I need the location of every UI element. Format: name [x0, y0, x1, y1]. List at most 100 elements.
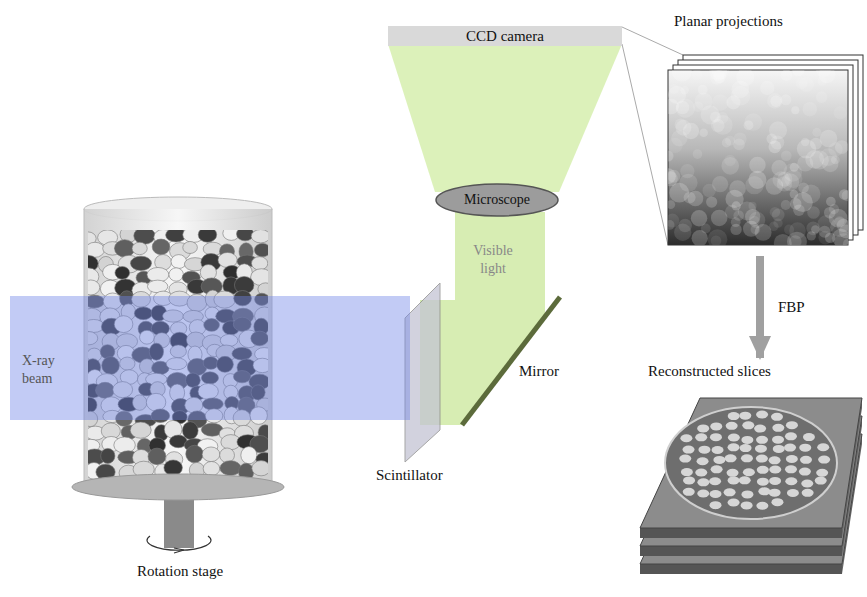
- mirror: [462, 297, 560, 425]
- slice-edge: [640, 528, 842, 538]
- projection-speckle: [691, 70, 702, 80]
- slice-section: [665, 407, 837, 519]
- particle: [220, 461, 241, 476]
- particle: [203, 461, 220, 475]
- projection-speckle: [668, 200, 675, 209]
- particle: [202, 447, 220, 462]
- projection-speckle: [708, 229, 728, 245]
- particle-section: [711, 465, 723, 473]
- projection-speckle: [733, 132, 746, 145]
- projection-speckle: [675, 118, 687, 130]
- particle-section: [815, 477, 827, 485]
- part-label: Rotation stage: [100, 562, 260, 580]
- projection-speckle: [781, 200, 791, 210]
- slice-stack: [640, 398, 862, 574]
- particle-section: [697, 478, 709, 486]
- particle-section: [728, 443, 740, 451]
- particle: [152, 239, 170, 255]
- projection-speckle: [738, 202, 757, 221]
- projection-speckle: [684, 192, 696, 204]
- leader-line: [622, 27, 683, 55]
- particle: [218, 252, 237, 267]
- projection-speckle: [773, 219, 782, 228]
- projection-speckle: [812, 128, 821, 137]
- projection-speckle: [839, 224, 848, 238]
- particle: [252, 461, 268, 476]
- stack-heading: Planar projections: [674, 12, 858, 30]
- projection-speckle: [668, 220, 675, 230]
- projection-speckle: [731, 86, 751, 106]
- particle-section: [681, 468, 693, 476]
- projection-speckle: [829, 204, 839, 214]
- particle: [132, 242, 147, 254]
- projection-speckle: [730, 224, 741, 235]
- particle-section: [800, 456, 812, 464]
- part-name: Microscope: [464, 191, 530, 209]
- particle: [88, 280, 100, 295]
- particle: [241, 447, 257, 464]
- projection-speckle: [792, 70, 804, 76]
- projection-speckle: [803, 102, 818, 117]
- particle-section: [769, 456, 781, 464]
- image-stack: Planar projections: [662, 12, 858, 252]
- particle-section: [683, 488, 695, 496]
- particle-section: [756, 411, 768, 419]
- particle-section: [724, 488, 736, 496]
- particle-section: [741, 454, 753, 462]
- projection-speckle: [674, 224, 691, 241]
- projection-speckle: [818, 231, 832, 245]
- particle: [254, 243, 268, 256]
- particle-section: [710, 490, 722, 498]
- microscope-lens: Microscope: [435, 183, 559, 217]
- projection-speckle: [712, 94, 729, 111]
- particle-section: [727, 469, 739, 477]
- particle: [114, 437, 136, 453]
- particle-section: [698, 446, 710, 454]
- projection-speckle: [668, 86, 686, 104]
- particle: [164, 460, 182, 476]
- light-cone: [388, 44, 622, 192]
- projection-speckle: [743, 221, 759, 237]
- particle: [134, 230, 155, 244]
- projection-speckle: [749, 157, 766, 174]
- particle: [169, 268, 183, 281]
- particle-section: [710, 422, 722, 430]
- particle-section: [755, 445, 767, 453]
- particle-section: [728, 476, 740, 484]
- projection-speckle: [721, 157, 739, 175]
- particle-section: [697, 490, 709, 498]
- particle-section: [683, 476, 695, 484]
- particle-section: [787, 489, 799, 497]
- particle-section: [680, 434, 692, 442]
- projection-speckle: [693, 149, 703, 159]
- projection-speckle: [736, 70, 754, 86]
- particle-section: [772, 436, 784, 444]
- particle-section: [756, 502, 768, 510]
- particle-section: [710, 433, 722, 441]
- part-label: Scintillator: [376, 466, 476, 484]
- particle-section: [801, 479, 813, 487]
- particle-section: [739, 412, 751, 420]
- projection-speckle: [668, 151, 674, 162]
- particle-section: [725, 454, 737, 462]
- particle-section: [771, 413, 783, 421]
- particle-section: [741, 436, 753, 444]
- projection-speckle: [744, 120, 754, 130]
- image-stack: Reconstructed slices: [636, 362, 865, 587]
- projection-speckle: [711, 70, 729, 80]
- projection-speckle: [745, 113, 763, 131]
- particle: [171, 255, 187, 269]
- edge-label: FBP: [778, 298, 805, 316]
- particle-section: [709, 477, 721, 485]
- lens-shape: [436, 184, 558, 216]
- particle-section: [695, 469, 707, 477]
- rotation-arrow-head: [174, 548, 184, 553]
- camera-box: CCD camera: [388, 26, 622, 46]
- projection-speckle: [784, 225, 794, 235]
- projection-speckle: [748, 202, 756, 210]
- particle: [198, 230, 216, 242]
- particle-section: [785, 432, 797, 440]
- particle: [88, 242, 104, 257]
- particle-section: [713, 456, 725, 464]
